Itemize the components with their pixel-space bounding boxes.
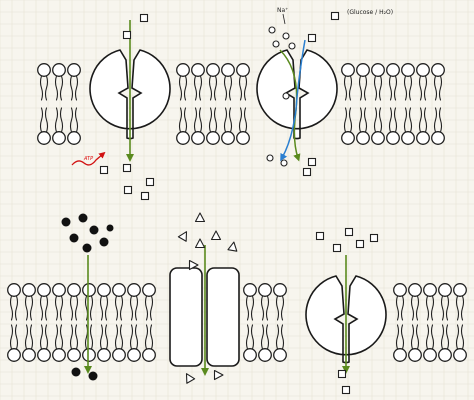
phospholipid [371,63,385,145]
square-molecule-icon [99,165,109,175]
triangle-molecule-icon [177,231,188,242]
black-dot-molecule-icon [61,217,71,227]
small-circle-molecule-icon [288,42,296,50]
square-molecule-icon [341,385,351,395]
ion-label: Na⁺ [277,7,288,14]
square-molecule-icon [315,231,325,241]
channel-protein [169,267,240,367]
atp-energy-arrow [71,151,106,166]
phospholipid [393,283,407,362]
triangle-molecule-icon [227,241,238,252]
phospholipid [408,283,422,362]
molecules [61,11,379,395]
pump-protein [89,49,171,140]
triangle-molecule-icon [213,369,224,381]
phospholipid [236,63,250,145]
phospholipid [97,283,111,362]
phospholipid [142,283,156,362]
phospholipid [112,283,126,362]
square-molecule-icon [330,11,340,21]
square-molecule-icon [307,33,317,43]
black-dot-molecule-icon [82,243,92,253]
square-molecule-icon [123,185,133,195]
symport-carrier-protein [256,49,338,140]
phospholipid [67,283,81,362]
phospholipid [37,283,51,362]
small-circle-molecule-icon [280,159,288,167]
black-dot-molecule-icon [69,233,79,243]
phospholipid [67,63,81,145]
phospholipid [176,63,190,145]
symport-blue-arrow [280,39,306,162]
black-dot-molecule-icon [78,213,88,223]
phospholipid [438,283,452,362]
black-dot-molecule-icon [99,237,109,247]
small-circle-molecule-icon [282,92,290,100]
square-molecule-icon [344,227,354,237]
phospholipid [206,63,220,145]
triangle-molecule-icon [194,212,206,223]
square-molecule-icon [337,369,347,379]
square-molecule-icon [332,243,342,253]
atp-label: ATP [83,156,93,162]
square-molecule-icon [355,239,365,249]
phospholipid [356,63,370,145]
black-dot-molecule-icon [88,371,98,381]
small-circle-molecule-icon [282,32,290,40]
phospholipid [258,283,272,362]
phospholipid [453,283,467,362]
phospholipid [191,63,205,145]
square-molecule-icon [145,177,155,187]
phospholipid [401,63,415,145]
phospholipid [416,63,430,145]
phospholipid [423,283,437,362]
phospholipid [22,283,36,362]
small-circle-molecule-icon [272,40,280,48]
phospholipid [7,283,21,362]
phospholipid [221,63,235,145]
ion-label-pointer [282,13,286,25]
carrier-protein [305,275,387,364]
square-molecule-icon [302,167,312,177]
black-dot-molecule-icon [71,367,81,377]
triangle-molecule-icon [210,230,222,241]
phospholipid [386,63,400,145]
phospholipid [52,63,66,145]
black-dot-molecule-icon [106,224,114,232]
glucose-label: (Glucose / H₂O) [347,9,393,16]
phospholipid [52,283,66,362]
square-molecule-icon [139,13,149,23]
square-molecule-icon [122,30,132,40]
square-molecule-icon [307,157,317,167]
small-circle-molecule-icon [266,154,274,162]
phospholipid-bilayers [7,63,467,362]
phospholipid [243,283,257,362]
phospholipid [82,283,96,362]
phospholipid [431,63,445,145]
triangle-molecule-icon [188,259,199,271]
square-molecule-icon [122,163,132,173]
phospholipid [127,283,141,362]
triangle-molecule-icon [185,373,196,384]
square-molecule-icon [369,233,379,243]
phospholipid [341,63,355,145]
square-molecule-icon [140,191,150,201]
small-circle-molecule-icon [268,26,276,34]
phospholipid [37,63,51,145]
phospholipid [273,283,287,362]
triangle-molecule-icon [194,238,206,249]
black-dot-molecule-icon [89,225,99,235]
